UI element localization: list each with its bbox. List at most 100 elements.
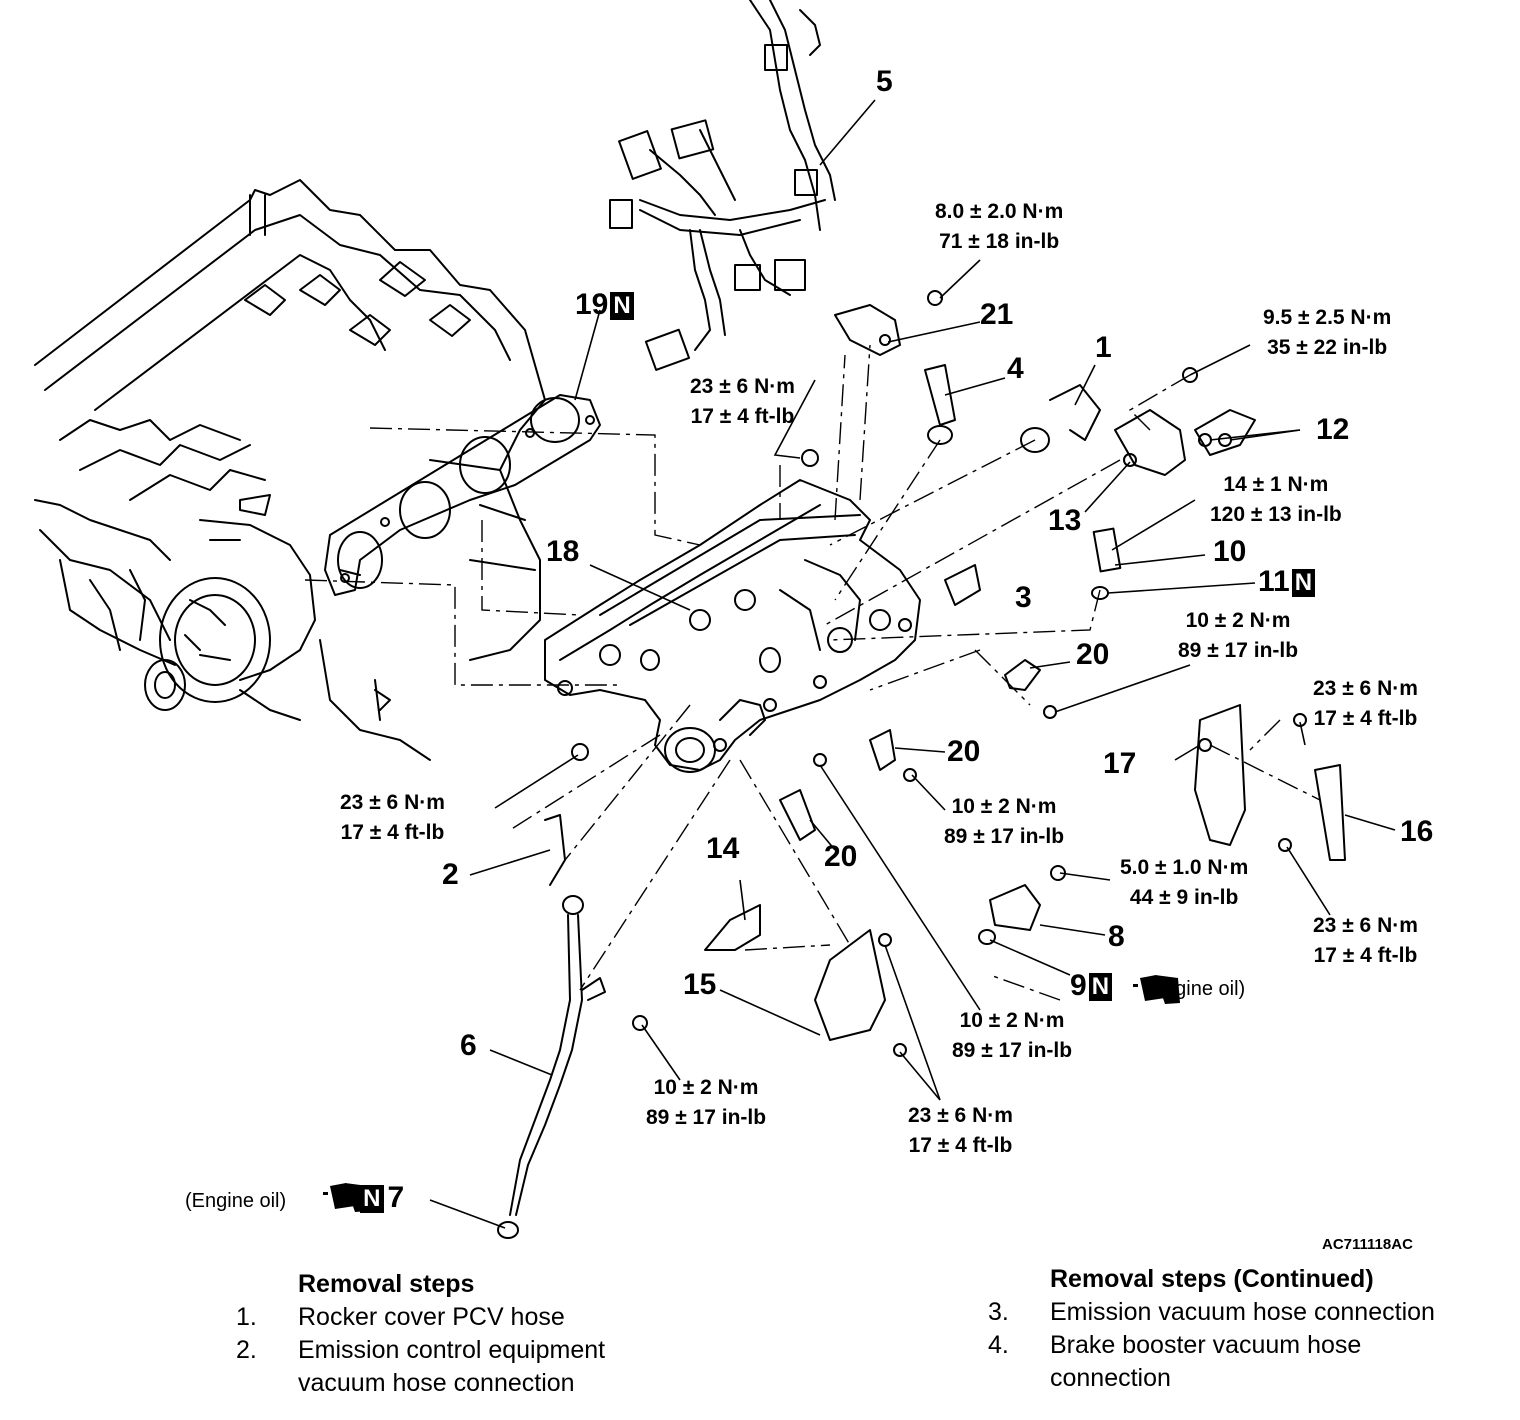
pcv-hose-1 (1049, 384, 1101, 441)
torque-spec-8: 5.0 ± 1.0 N·m 44 ± 9 in-lb (1120, 853, 1248, 913)
bracket-17 (1194, 704, 1246, 846)
torque-spec-13: 9.5 ± 2.5 N·m 35 ± 22 in-lb (1263, 303, 1391, 363)
torque-spec-6: 10 ± 2 N·m 89 ± 17 in-lb (646, 1073, 766, 1133)
torque-metric: 23 ± 6 N·m (340, 791, 445, 814)
part-number-10: 10 (1213, 535, 1247, 568)
torque-metric: 23 ± 6 N·m (690, 375, 795, 398)
hose-14 (704, 904, 761, 951)
part-number-18: 18 (546, 535, 580, 568)
torque-imperial: 44 ± 9 in-lb (1129, 886, 1239, 909)
torque-metric: 10 ± 2 N·m (653, 1076, 759, 1099)
engine-oil-note: (Engine oil) (185, 1190, 287, 1212)
part-number-5: 5 (876, 65, 893, 98)
torque-imperial: 71 ± 18 in-lb (939, 230, 1060, 253)
bracket-20c (779, 789, 816, 841)
torque-metric: 9.5 ± 2.5 N·m (1263, 306, 1392, 329)
torque-spec-10: 14 ± 1 N·m 120 ± 13 in-lb (1210, 470, 1342, 530)
part-number-8: 8 (1108, 920, 1125, 953)
part-number-1: 1 (1095, 331, 1112, 364)
torque-metric: 10 ± 2 N·m (1185, 609, 1291, 632)
list-item: 4.Brake booster vacuum hose connection (988, 1329, 1508, 1395)
engine-oil-can-icon (1133, 975, 1180, 1004)
part-number-20-c: 20 (824, 840, 858, 873)
part-number-7-text: 7 (387, 1181, 405, 1214)
part-number-15: 15 (683, 968, 717, 1001)
part-number-4: 4 (1007, 352, 1024, 385)
torque-imperial: 89 ± 17 in-lb (952, 1039, 1073, 1062)
sensor-8 (989, 884, 1041, 931)
torque-metric: 23 ± 6 N·m (1313, 677, 1418, 700)
torque-spec-16: 23 ± 6 N·m 17 ± 4 ft-lb (1313, 911, 1418, 971)
part-number-13: 13 (1048, 504, 1082, 537)
step-number: 3. (988, 1298, 1009, 1326)
step-text: Rocker cover PCV hose (298, 1303, 565, 1331)
torque-imperial: 89 ± 17 in-lb (1178, 639, 1299, 662)
torque-spec-21: 8.0 ± 2.0 N·m 71 ± 18 in-lb (935, 197, 1063, 257)
torque-spec-20b: 10 ± 2 N·m 89 ± 17 in-lb (944, 792, 1064, 852)
engine-oil-note: (Engine oil) (1144, 978, 1246, 1000)
part-number-20-b: 20 (947, 735, 981, 768)
new-part-n-icon: N (360, 1185, 384, 1214)
intake-manifold (544, 479, 921, 773)
list-item: 2. Emission control equipment vacuum hose… (236, 1334, 696, 1400)
bracket-12 (1194, 409, 1256, 456)
list-item: 3. Emission vacuum hose connection (988, 1296, 1508, 1329)
figure-code: AC711118AC (1322, 1236, 1413, 1253)
step-text: Emission vacuum hose connection (1050, 1298, 1435, 1326)
torque-imperial: 17 ± 4 ft-lb (340, 821, 445, 844)
engine-block-outline (34, 179, 546, 761)
hose-2 (544, 814, 566, 886)
sensor-10 (1092, 527, 1122, 573)
bracket-20b (869, 729, 896, 771)
part-number-19-text: 19 (575, 288, 609, 321)
torque-spec-gasket: 23 ± 6 N·m 17 ± 4 ft-lb (340, 788, 445, 848)
removal-steps-title: Removal steps (298, 1270, 475, 1298)
step-number: 2. (236, 1336, 257, 1364)
torque-imperial: 35 ± 22 in-lb (1267, 336, 1388, 359)
removal-steps: Removal steps 1. Rocker cover PCV hose 2.… (236, 1268, 696, 1400)
new-part-n-icon: N (610, 292, 634, 321)
oil-dipstick-6 (509, 895, 648, 1216)
torque-spec-17: 23 ± 6 N·m 17 ± 4 ft-lb (1313, 674, 1418, 734)
removal-steps-continued-title: Removal steps (Continued) (1050, 1265, 1374, 1293)
part-number-6: 6 (460, 1029, 477, 1062)
part-number-17: 17 (1103, 747, 1137, 780)
new-part-n-icon: N (1088, 973, 1113, 1002)
torque-metric: 5.0 ± 1.0 N·m (1120, 856, 1249, 879)
torque-imperial: 17 ± 4 ft-lb (1313, 944, 1418, 967)
torque-imperial: 120 ± 13 in-lb (1210, 503, 1342, 526)
hose-16 (1314, 764, 1346, 861)
torque-metric: 10 ± 2 N·m (951, 795, 1057, 818)
torque-spec-20a: 10 ± 2 N·m 89 ± 17 in-lb (1178, 606, 1298, 666)
torque-metric: 23 ± 6 N·m (1313, 914, 1418, 937)
list-item: 1. Rocker cover PCV hose (236, 1301, 696, 1334)
step-text: Emission control equipment vacuum hose c… (298, 1336, 606, 1397)
torque-imperial: 17 ± 4 ft-lb (1313, 707, 1418, 730)
torque-metric: 10 ± 2 N·m (959, 1009, 1065, 1032)
part-number-9-text: 9 (1070, 969, 1087, 1002)
torque-metric: 8.0 ± 2.0 N·m (935, 200, 1064, 223)
part-number-2: 2 (442, 858, 459, 891)
torque-imperial: 89 ± 17 in-lb (944, 825, 1065, 848)
torque-imperial: 17 ± 4 ft-lb (690, 405, 795, 428)
torque-spec-20c: 10 ± 2 N·m 89 ± 17 in-lb (952, 1006, 1072, 1066)
part-number-3: 3 (1015, 581, 1032, 614)
step-number: 1. (236, 1303, 257, 1331)
torque-metric: 14 ± 1 N·m (1223, 473, 1329, 496)
torque-imperial: 89 ± 17 in-lb (646, 1106, 767, 1129)
crank-pulley (144, 577, 271, 711)
bracket-15 (814, 929, 886, 1041)
part-number-20-a: 20 (1076, 638, 1110, 671)
part-number-11-text: 11 (1258, 565, 1290, 598)
bracket-20a (1004, 659, 1041, 691)
part-number-21: 21 (980, 298, 1014, 331)
hose-3 (944, 564, 981, 606)
removal-steps-continued: Removal steps (Continued) 3. Emission vac… (988, 1263, 1508, 1395)
torque-metric: 23 ± 6 N·m (908, 1104, 1013, 1127)
